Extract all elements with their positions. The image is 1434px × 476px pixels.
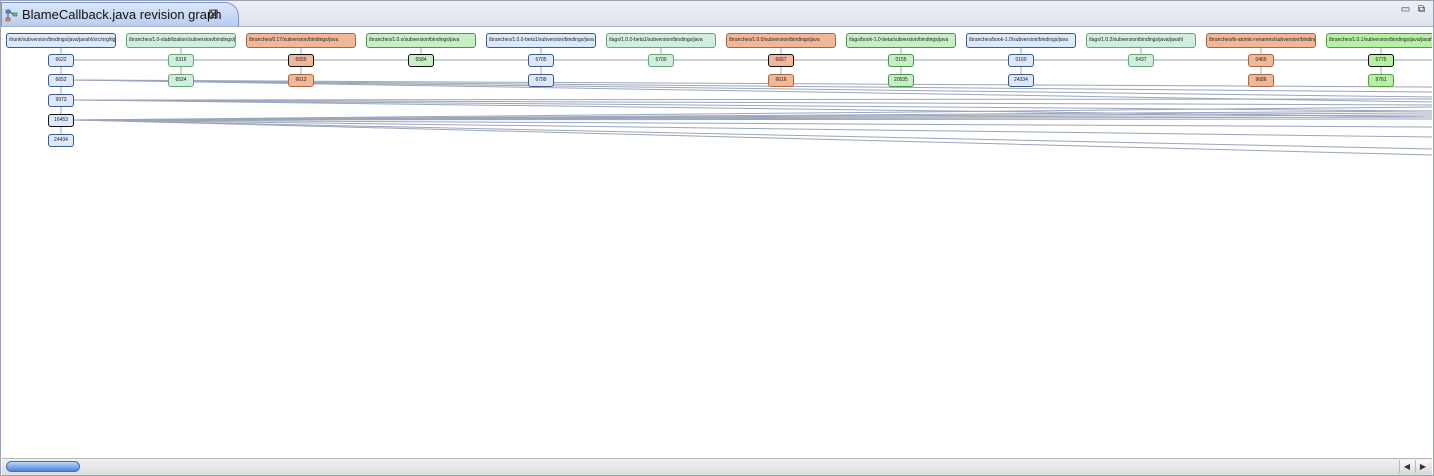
- branch-header[interactable]: /branches/book-1.0/subversion/bindings/j…: [966, 33, 1076, 48]
- revision-node[interactable]: 24434: [48, 134, 74, 147]
- branch-edge: [73, 118, 1432, 121]
- scroll-right-button[interactable]: ▶: [1415, 460, 1430, 473]
- graph-icon: [5, 9, 18, 22]
- branch-header[interactable]: /branches/1.0.x/subversion/bindings/java: [366, 33, 476, 48]
- revision-node[interactable]: 0155: [888, 54, 914, 67]
- revision-node[interactable]: 6316: [168, 54, 194, 67]
- branch-edge: [73, 119, 1432, 150]
- branch-header[interactable]: /branches/1.0-stabilization/subversion/b…: [126, 33, 236, 48]
- revision-node[interactable]: 6555: [288, 54, 314, 67]
- scrollbar-thumb[interactable]: [6, 461, 80, 472]
- branch-edge: [73, 99, 1432, 106]
- revision-node[interactable]: 6652: [48, 74, 74, 87]
- revision-node[interactable]: 9761: [1368, 74, 1394, 87]
- revision-node[interactable]: 6622: [48, 54, 74, 67]
- revision-graph-canvas[interactable]: /trunk/subversion/bindings/java/javahl/s…: [2, 27, 1432, 457]
- revision-node[interactable]: 9973: [48, 94, 74, 107]
- revision-node[interactable]: 24334: [1008, 74, 1034, 87]
- branch-header[interactable]: /branches/1.0.0/subversion/bindings/java: [726, 33, 836, 48]
- minimize-icon[interactable]: ▭: [1400, 4, 1411, 15]
- restore-icon[interactable]: ⧉: [1417, 4, 1426, 15]
- branch-edge: [73, 106, 1432, 121]
- revision-node[interactable]: 16453: [48, 114, 74, 127]
- revision-node[interactable]: 20535: [888, 74, 914, 87]
- horizontal-scrollbar[interactable]: ◀ ▶: [2, 458, 1432, 475]
- branch-header[interactable]: /tags/book-1.0-beta/subversion/bindings/…: [846, 33, 956, 48]
- branch-edge: [73, 119, 1432, 128]
- revision-node[interactable]: 6524: [168, 74, 194, 87]
- close-icon[interactable]: ⊠: [208, 6, 219, 21]
- branch-edge: [73, 98, 1432, 101]
- branch-edge: [73, 119, 1432, 138]
- revision-node[interactable]: 6700: [648, 54, 674, 67]
- graph-edges: [60, 48, 1432, 156]
- revision-node[interactable]: 6705: [528, 54, 554, 67]
- branch-header[interactable]: /branches/fs-atomic-renames/subversion/b…: [1206, 33, 1316, 48]
- tab-title: BlameCallback.java revision graph: [22, 7, 222, 22]
- tab-revision-graph[interactable]: BlameCallback.java revision graph ⊠: [1, 2, 239, 26]
- branch-header[interactable]: /branches/1.0.0-beta1/subversion/binding…: [486, 33, 596, 48]
- branch-header[interactable]: /tags/1.0.0-beta1/subversion/bindings/ja…: [606, 33, 716, 48]
- revision-node[interactable]: 6616: [768, 74, 794, 87]
- revision-node[interactable]: 6799: [528, 74, 554, 87]
- branch-header[interactable]: /branches/0.17/subversion/bindings/java: [246, 33, 356, 48]
- revision-node[interactable]: 0465: [1248, 54, 1274, 67]
- revision-node[interactable]: 6612: [288, 74, 314, 87]
- revision-node[interactable]: 6775: [1368, 54, 1394, 67]
- revision-node[interactable]: 0160: [1008, 54, 1034, 67]
- revision-node[interactable]: 6667: [768, 54, 794, 67]
- branch-edge: [73, 79, 1432, 98]
- branch-header[interactable]: /trunk/subversion/bindings/java/javahl/s…: [6, 33, 116, 48]
- revision-node[interactable]: 9686: [1248, 74, 1274, 87]
- branch-header[interactable]: /tags/1.0.2/subversion/bindings/java/jav…: [1086, 33, 1196, 48]
- revision-node[interactable]: 6437: [1128, 54, 1154, 67]
- tab-bar: BlameCallback.java revision graph ⊠ ▭ ⧉: [1, 1, 1433, 27]
- branch-header[interactable]: /branches/1.0.1/subversion/bindings/java…: [1326, 33, 1432, 48]
- scroll-left-button[interactable]: ◀: [1399, 460, 1414, 473]
- revision-node[interactable]: 6584: [408, 54, 434, 67]
- branch-edge: [73, 119, 1432, 156]
